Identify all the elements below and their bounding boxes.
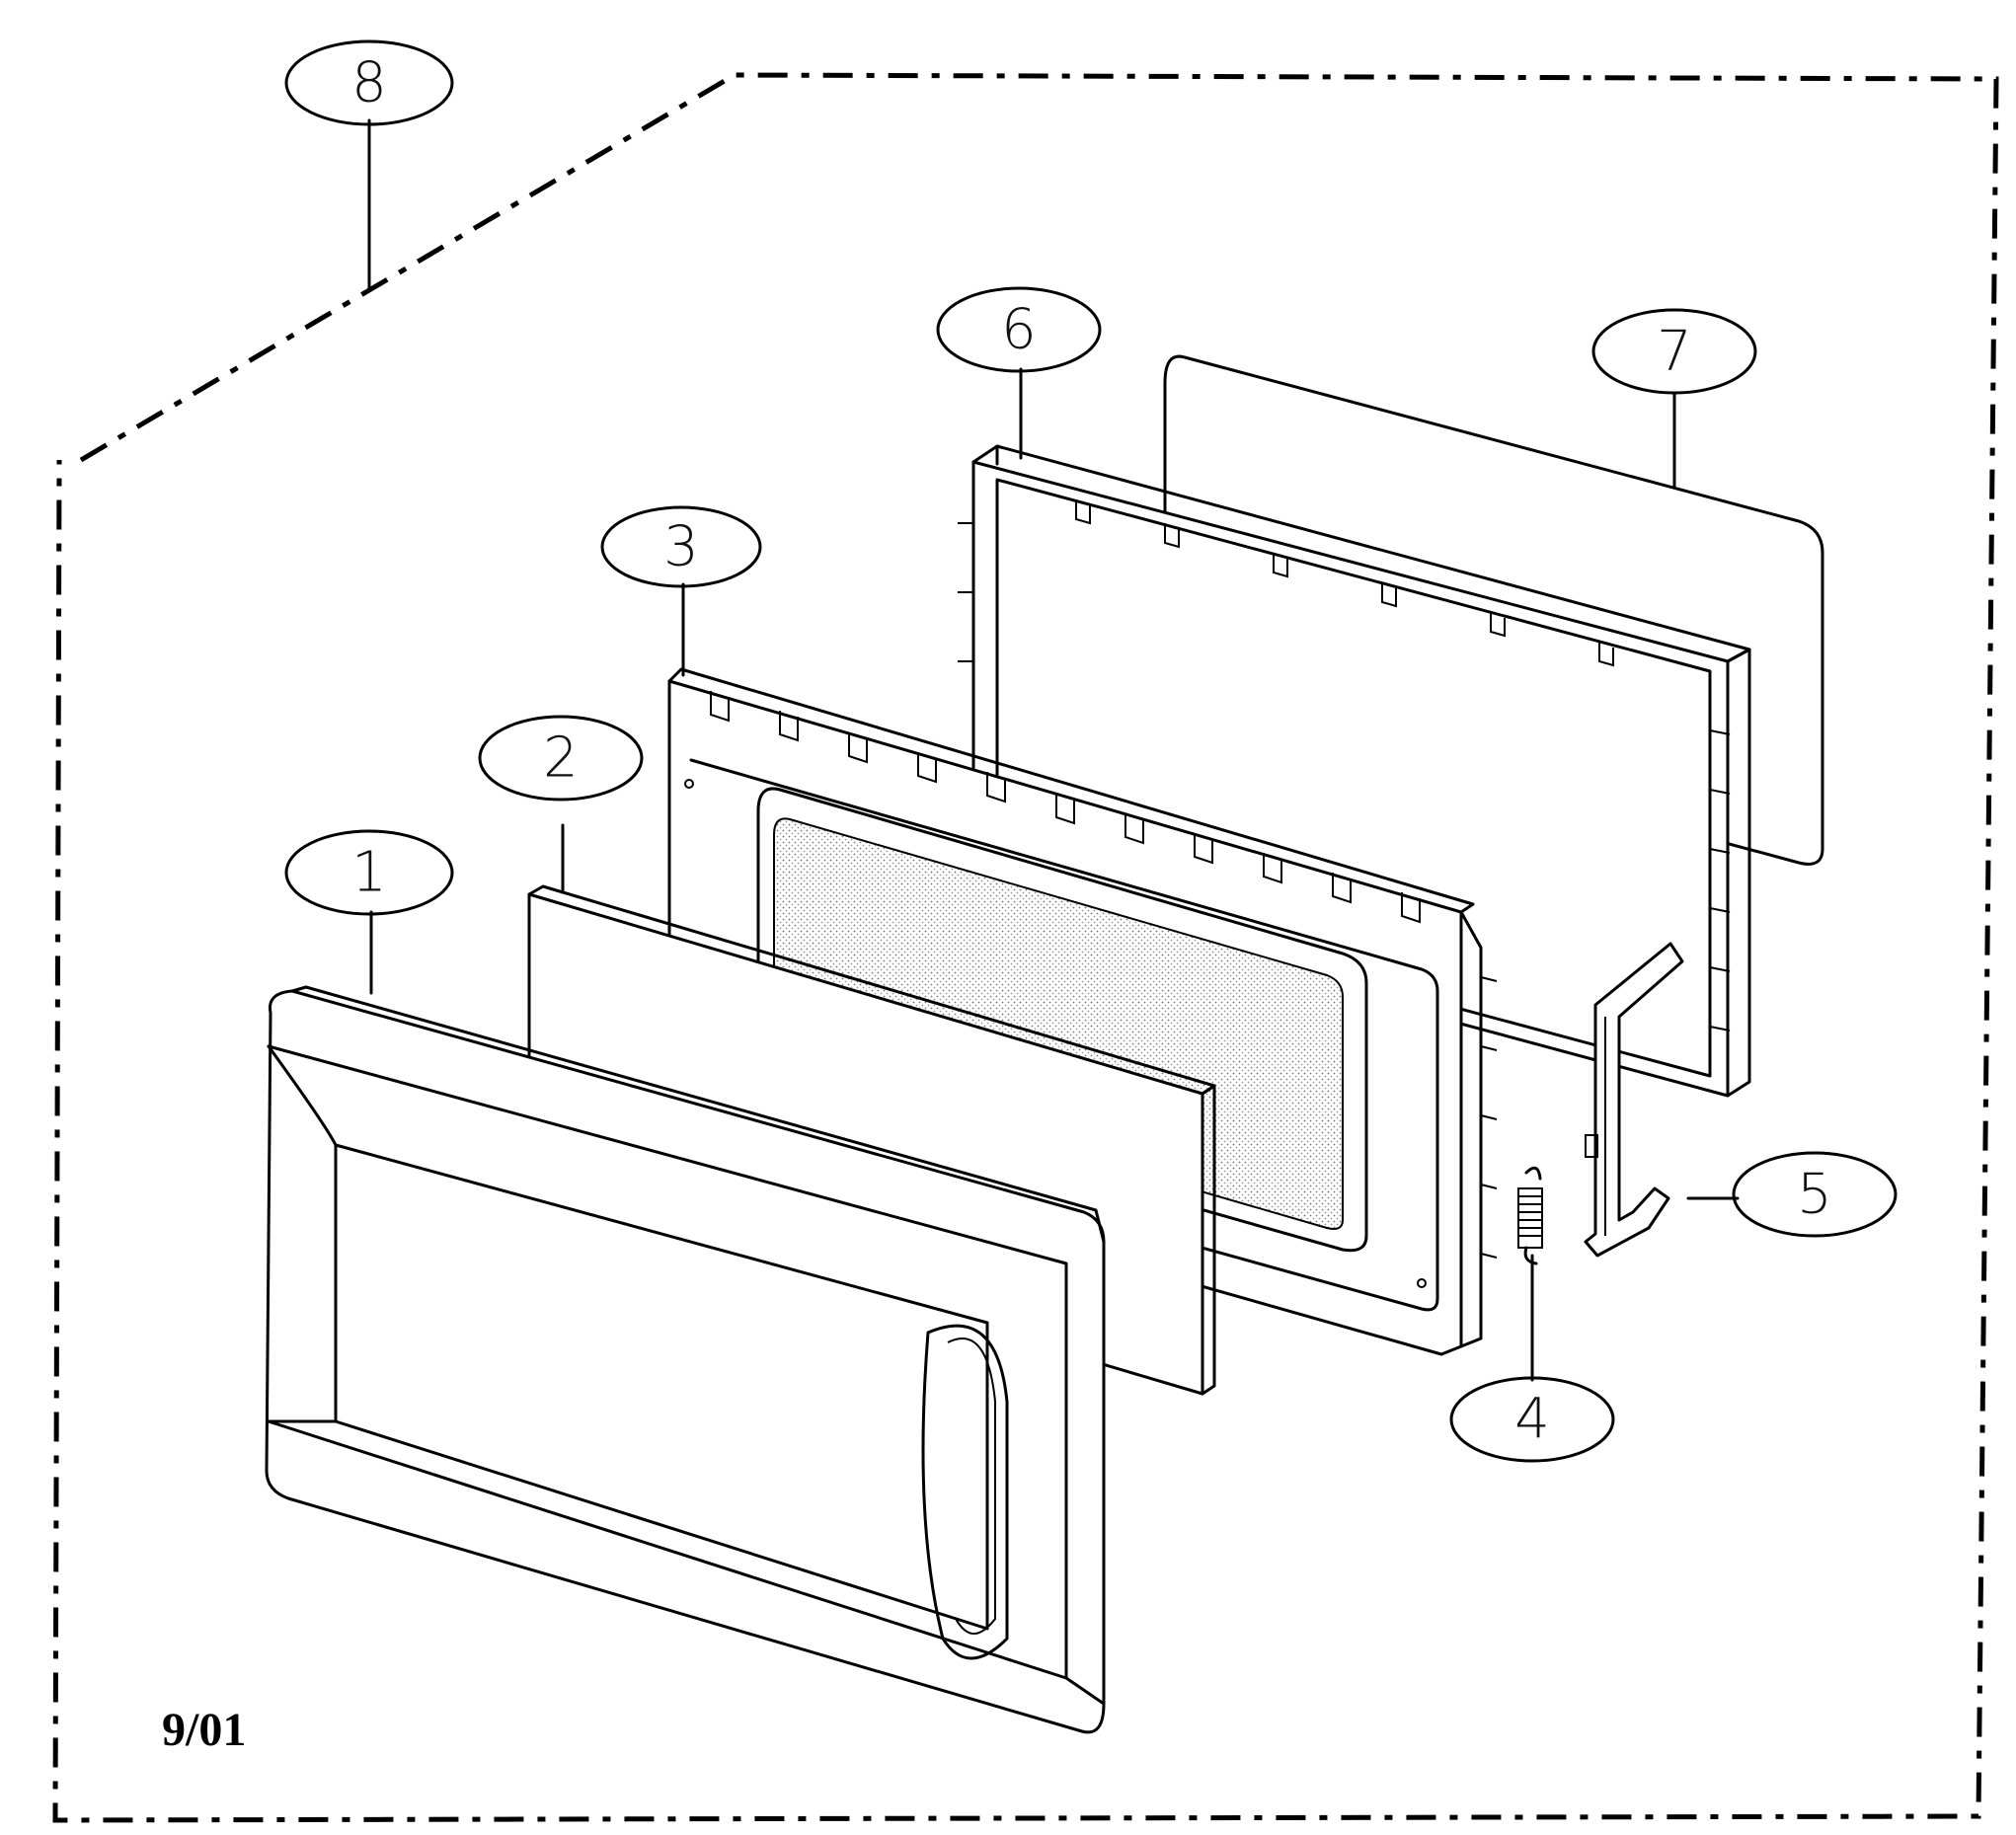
date-code: 9/01 (162, 1704, 246, 1756)
callout-7-label: 7 (1657, 320, 1692, 384)
callout-3-label: 3 (663, 515, 699, 579)
callout-7: 7 (1591, 308, 1757, 395)
callout-2-label: 2 (543, 726, 579, 791)
callout-6-label: 6 (1001, 298, 1037, 362)
callout-8-label: 8 (351, 51, 387, 115)
callout-8: 8 (284, 39, 454, 126)
callout-5: 5 (1732, 1151, 1898, 1238)
callout-1-label: 1 (351, 841, 387, 905)
callout-3: 3 (600, 505, 762, 588)
callout-4: 4 (1449, 1376, 1615, 1463)
callout-4-label: 4 (1514, 1388, 1550, 1452)
leader-lines (367, 118, 1740, 1382)
part-5-latch (1584, 942, 1684, 1258)
part-1-door-front (265, 985, 1106, 1734)
callout-1: 1 (284, 829, 454, 916)
callout-2: 2 (478, 715, 644, 802)
part-4-spring (1517, 1166, 1543, 1265)
callout-5-label: 5 (1797, 1163, 1832, 1227)
assembly-boundary (52, 72, 1999, 1823)
callout-6: 6 (936, 286, 1102, 373)
